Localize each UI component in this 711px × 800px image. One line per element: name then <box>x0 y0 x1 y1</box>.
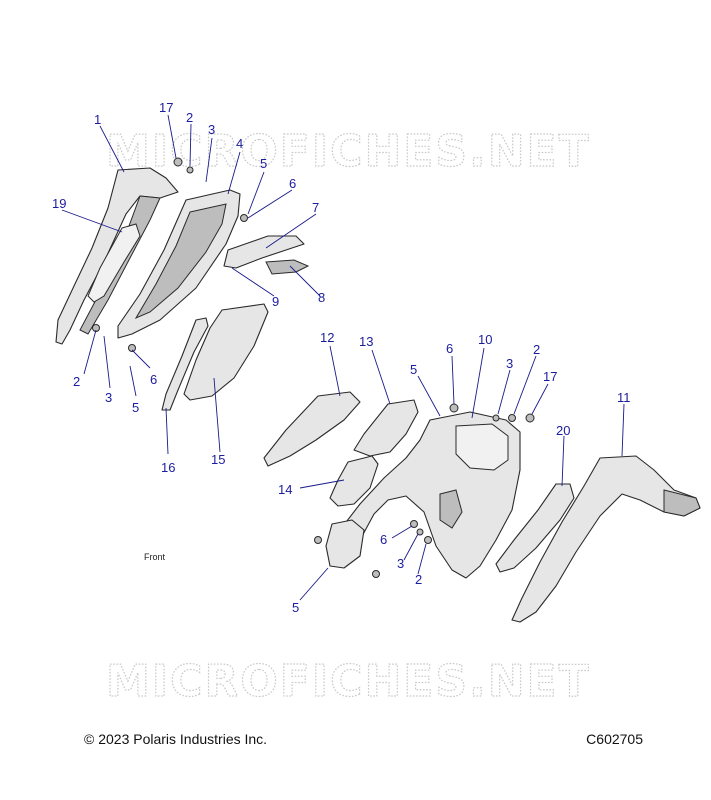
part-fastener-bracket-lower <box>372 570 380 578</box>
part-6-fastener-left <box>240 214 248 222</box>
front-label: Front <box>144 552 166 562</box>
part-13-panel <box>353 399 419 457</box>
callout-labels: 17 2 3 1 4 5 6 19 7 9 8 2 3 6 5 16 15 12… <box>52 100 631 615</box>
part-20-strip <box>495 483 575 573</box>
callout-6: 6 <box>289 176 296 191</box>
callout-6: 6 <box>150 372 157 387</box>
part-5-bracket <box>325 519 365 569</box>
callout-5: 5 <box>292 600 299 615</box>
part-2-nut-left <box>186 166 194 174</box>
part-6-fastener-right <box>449 403 459 413</box>
drawing-number: C602705 <box>586 731 643 747</box>
part-12-panel <box>263 391 361 467</box>
part-7-trim <box>223 235 305 269</box>
callout-12: 12 <box>320 330 334 345</box>
callout-2: 2 <box>73 374 80 389</box>
part-17-clip-left <box>173 157 183 167</box>
part-17-clip-right <box>525 413 535 423</box>
watermark-top: MICROFICHES.NET <box>106 126 591 177</box>
part-3-clip-right <box>492 414 500 422</box>
part-4-side-panel-inner <box>134 203 227 320</box>
part-19-bracket <box>87 223 141 303</box>
callout-1: 1 <box>94 112 101 127</box>
callout-5: 5 <box>132 400 139 415</box>
copyright-text: © 2023 Polaris Industries Inc. <box>84 731 268 747</box>
part-10-rear-fender-recess <box>439 489 463 529</box>
part-6-fastener-left-lower <box>128 344 136 352</box>
callout-20: 20 <box>556 423 570 438</box>
part-11-side-trim <box>511 455 701 623</box>
part-2-nut-right <box>508 414 516 422</box>
callout-7: 7 <box>312 200 319 215</box>
callout-3: 3 <box>208 122 215 137</box>
callout-3: 3 <box>506 356 513 371</box>
callout-8: 8 <box>318 290 325 305</box>
callout-3: 3 <box>397 556 404 571</box>
callout-6: 6 <box>380 532 387 547</box>
part-10-rear-fender-window <box>455 423 509 471</box>
callout-16: 16 <box>161 460 175 475</box>
callout-2: 2 <box>186 110 193 125</box>
callout-10: 10 <box>478 332 492 347</box>
part-1-side-trim <box>55 167 179 345</box>
callout-13: 13 <box>359 334 373 349</box>
callout-14: 14 <box>278 482 292 497</box>
callout-2: 2 <box>533 342 540 357</box>
callout-2: 2 <box>415 572 422 587</box>
callout-4: 4 <box>236 136 243 151</box>
part-fastener-bracket <box>314 536 322 544</box>
part-15-panel <box>183 303 269 401</box>
part-16-strip <box>161 317 209 411</box>
callout-17: 17 <box>159 100 173 115</box>
part-6-fastener-lower <box>410 520 418 528</box>
callout-17: 17 <box>543 369 557 384</box>
callout-6: 6 <box>446 341 453 356</box>
watermark-bottom: MICROFICHES.NET <box>106 656 591 707</box>
leader-lines <box>61 114 625 601</box>
callout-15: 15 <box>211 452 225 467</box>
callout-9: 9 <box>272 294 279 309</box>
part-14-panel <box>329 455 379 507</box>
callout-11: 11 <box>617 390 631 405</box>
callout-5: 5 <box>410 362 417 377</box>
callout-19: 19 <box>52 196 66 211</box>
part-3-clip-lower <box>416 528 424 536</box>
part-11-side-trim-edge <box>663 489 701 517</box>
part-8-trim <box>265 259 310 275</box>
callout-5: 5 <box>260 156 267 171</box>
callout-3: 3 <box>105 390 112 405</box>
part-2-nut-lower <box>424 536 432 544</box>
